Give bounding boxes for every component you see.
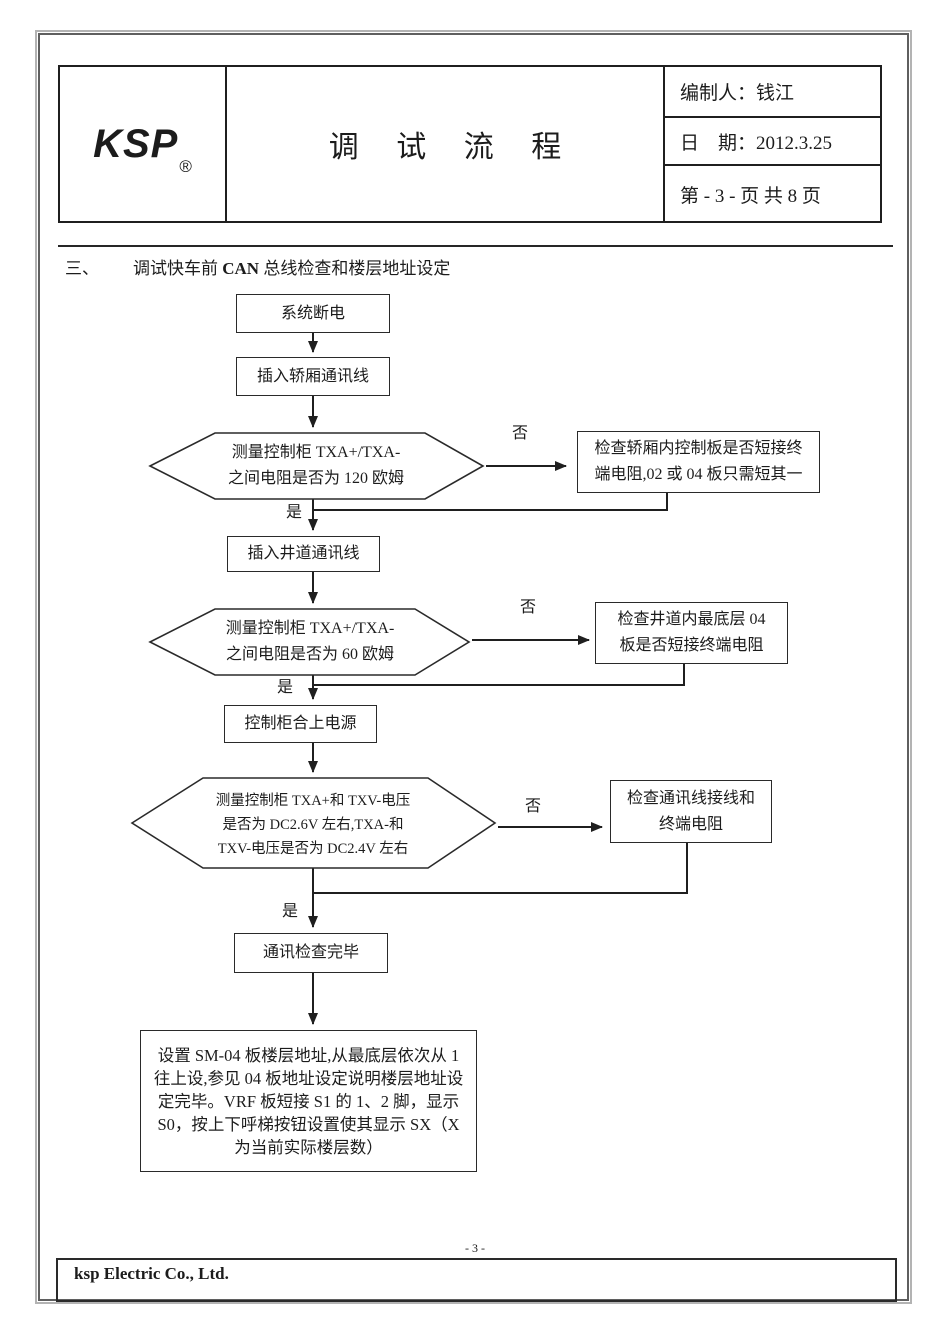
table-divider [665,116,880,118]
decision-hexagon-1 [148,432,485,500]
remedy-check-shaft-04-board: 检查井道内最底层 04 板是否短接终端电阻 [595,602,788,664]
flow-step-insert-car-comm-line: 插入轿厢通讯线 [236,357,390,396]
decision-txa-resistance-60: 测量控制柜 TXA+/TXA- 之间电阻是否为 60 欧姆 [225,620,395,663]
header-date: 日 期：2012.3.25 [680,132,833,154]
company-name: ksp Electric Co., Ltd. [74,1264,229,1283]
label-yes-3: 是 [281,903,298,920]
registered-trademark-icon: ® [179,156,193,176]
header-page-info: 第 - 3 - 页 共 8 页 [680,186,821,207]
flow-step-comm-check-complete: 通讯检查完毕 [234,933,388,973]
label-yes-1: 是 [285,504,302,521]
logo-cell: KSP® [60,67,225,221]
table-divider [665,164,880,166]
document-title: 调 试 流 程 [328,131,562,164]
label-no-1: 否 [511,425,528,442]
flow-step-power-on-cabinet: 控制柜合上电源 [224,705,377,743]
section-title: 调试快车前 CAN 总线检查和楼层地址设定 [133,259,451,278]
header-author: 编制人：钱江 [680,83,795,104]
return-line-2 [313,664,685,686]
remedy-check-comm-wiring: 检查通讯线接线和 终端电阻 [610,780,772,843]
label-no-2: 否 [519,599,536,616]
table-divider [225,67,227,221]
section-number: 三、 [65,259,99,278]
return-line-1 [313,493,668,511]
decision-txa-resistance-120: 测量控制柜 TXA+/TXA- 之间电阻是否为 120 欧姆 [227,444,404,487]
decision-hexagon-2 [148,608,471,676]
flow-step-insert-shaft-comm-line: 插入井道通讯线 [227,536,380,572]
title-cell: 调 试 流 程 [227,67,663,221]
decision-hexagon-3 [130,777,497,869]
remedy-check-car-board-terminal: 检查轿厢内控制板是否短接终 端电阻,02 或 04 板只需短其一 [577,431,820,493]
page-number: - 3 - [465,1241,485,1255]
label-yes-2: 是 [276,679,293,696]
header-table: KSP® 调 试 流 程 编制人：钱江 日 期：2012.3.25 第 - 3 … [58,65,882,223]
return-line-3 [313,843,688,894]
footer-box: ksp Electric Co., Ltd. [56,1258,897,1302]
flow-step-system-power-off: 系统断电 [236,294,390,333]
ksp-logo: KSP® [93,121,193,176]
section-heading: 三、 调试快车前 CAN 总线检查和楼层地址设定 [0,254,950,278]
horizontal-rule [58,245,893,247]
table-divider [663,67,665,221]
label-no-3: 否 [524,798,541,815]
decision-txa-txv-voltage: 测量控制柜 TXA+和 TXV-电压 是否为 DC2.6V 左右,TXA-和 T… [215,793,411,857]
flow-step-set-floor-address: 设置 SM-04 板楼层地址,从最底层依次从 1 往上设,参见 04 板地址设定… [140,1030,477,1172]
